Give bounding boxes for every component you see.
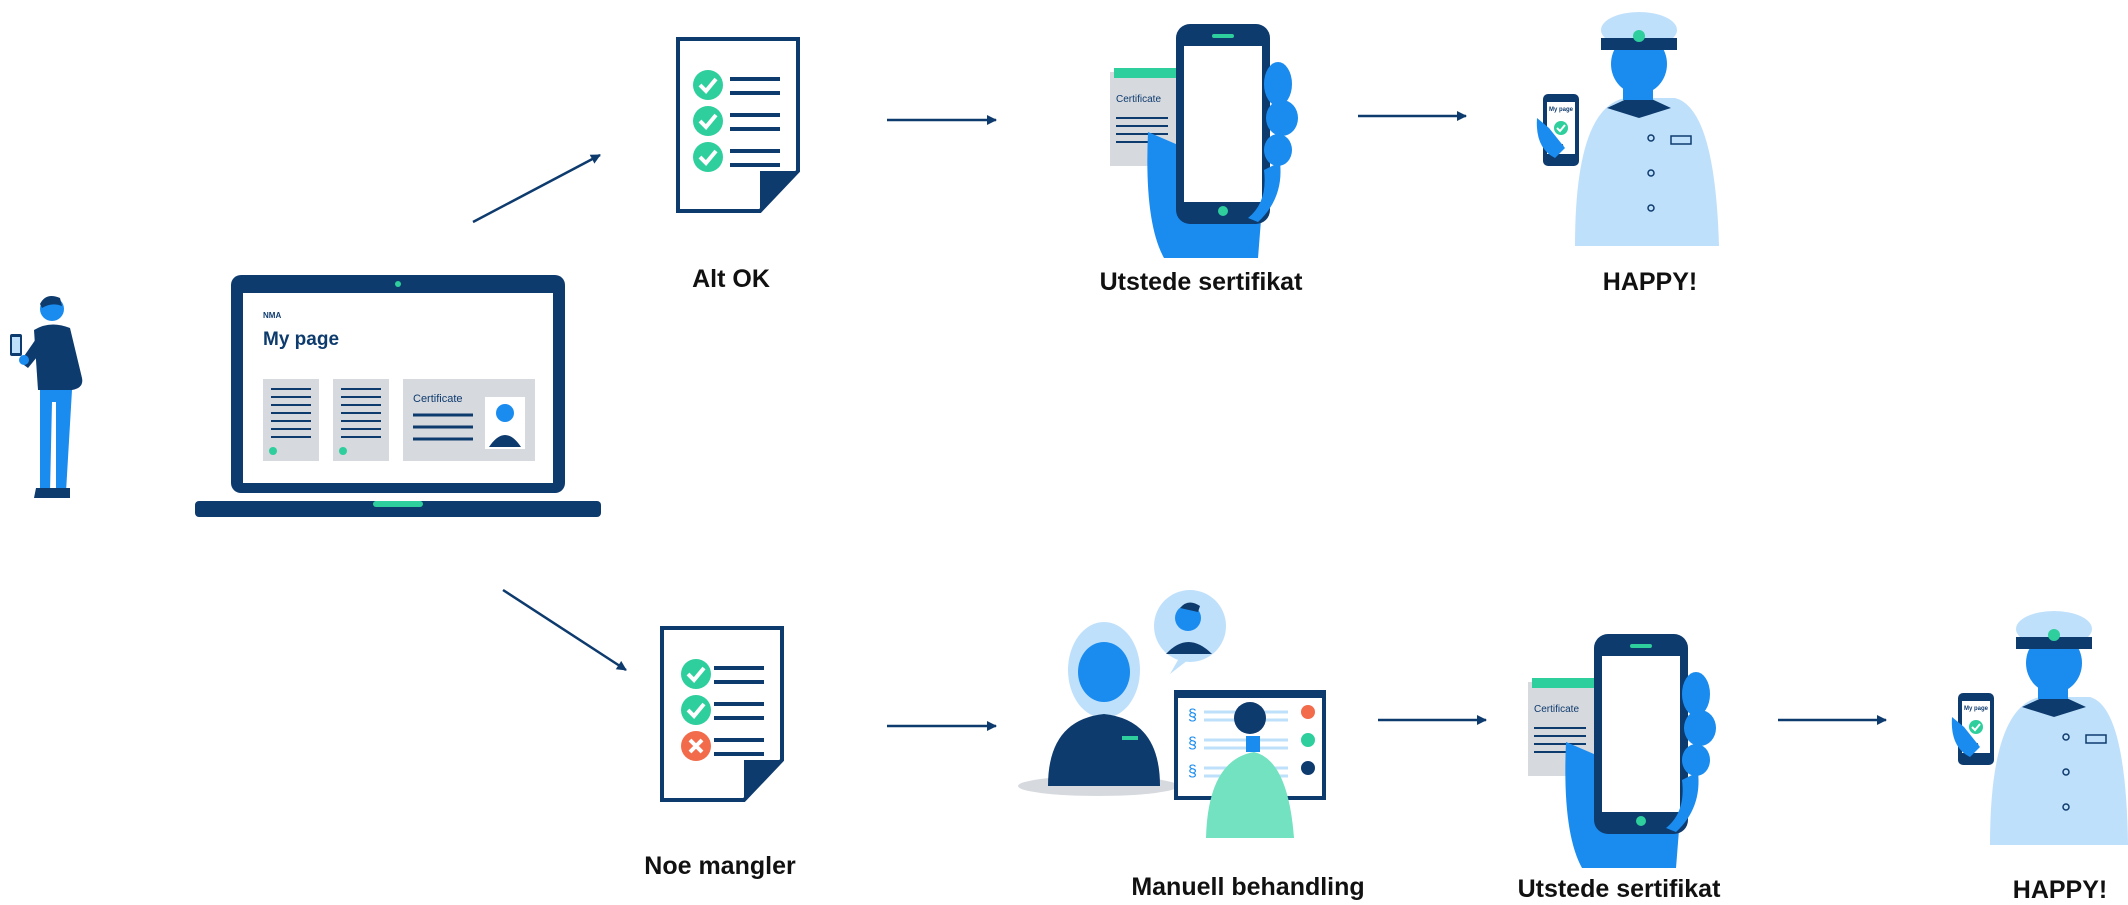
checklist-all-ok-icon <box>672 35 804 217</box>
arrow-laptop-to-missing <box>502 588 627 672</box>
step-issue-certificate-label-bottom: Utstede sertifikat <box>1517 875 1721 903</box>
arrow-laptop-to-ok <box>472 153 601 224</box>
step-all-ok-label: Alt OK <box>692 265 770 293</box>
laptop-brand: NMA <box>263 311 282 320</box>
laptop-page-title: My page <box>263 329 340 350</box>
step-manual-processing-label: Manuell behandling <box>1131 873 1365 901</box>
step-happy-label: HAPPY! <box>1602 268 1698 296</box>
svg-text:My page: My page <box>1964 706 1989 712</box>
svg-text:My page: My page <box>1549 107 1574 113</box>
manual-processing-icon: § § § <box>1018 590 1328 840</box>
svg-text:§: § <box>1188 763 1197 780</box>
step-issue-certificate-label: Utstede sertifikat <box>1099 268 1303 296</box>
phone-certificate-icon: Certificate <box>1108 22 1298 258</box>
step-missing-label: Noe mangler <box>644 852 796 880</box>
officer-happy-icon: My page NMA <box>1535 8 1725 248</box>
svg-text:Certificate: Certificate <box>1116 94 1161 105</box>
svg-text:§: § <box>1188 735 1197 752</box>
officer-happy-icon-bottom: My page NMA <box>1950 607 2128 847</box>
checklist-missing-icon <box>656 624 788 806</box>
check-icon <box>693 70 723 100</box>
step-happy-label-bottom: HAPPY! <box>2012 876 2108 904</box>
cross-icon <box>681 731 711 761</box>
phone-certificate-icon-bottom: Certificate <box>1526 632 1716 868</box>
laptop-my-page: NMA My page Certificate <box>195 275 601 521</box>
laptop-certificate-label: Certificate <box>413 393 463 405</box>
svg-text:Certificate: Certificate <box>1534 704 1579 715</box>
user-person-icon <box>0 292 90 512</box>
svg-text:§: § <box>1188 707 1197 724</box>
